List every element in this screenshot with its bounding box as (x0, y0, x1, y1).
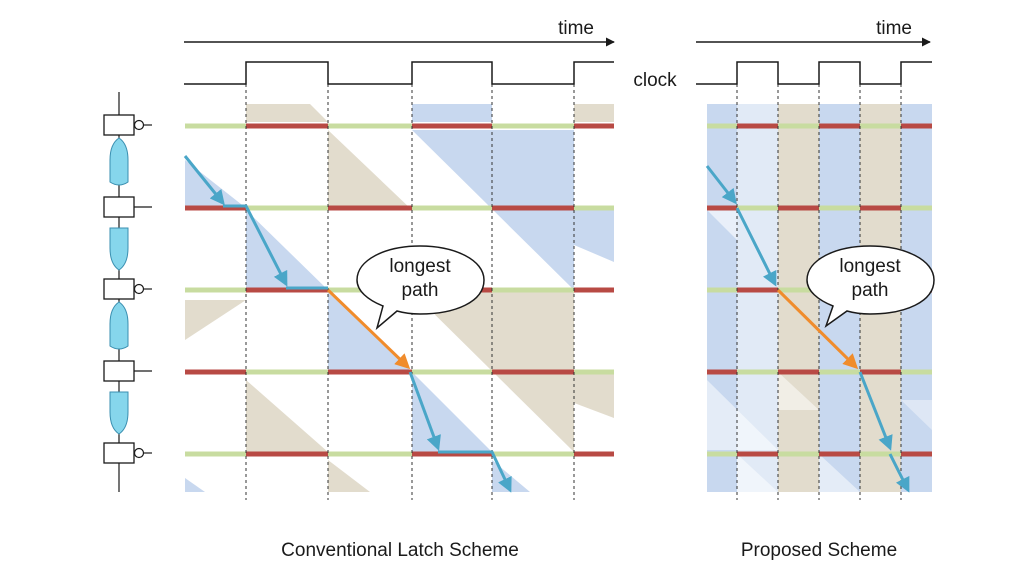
latch-1 (103, 114, 152, 136)
left-longest-path-callout: longest path (356, 245, 485, 331)
right-callout-line2: path (852, 280, 889, 301)
latch-5 (103, 442, 152, 464)
latch-box-icon (103, 278, 135, 300)
latch-box-icon (103, 442, 135, 464)
latch-box-icon (103, 196, 135, 218)
left-wave-tan (328, 130, 412, 210)
left-wave-tan (492, 372, 614, 418)
left-wave-blue (185, 478, 205, 492)
left-callout-line2: path (402, 280, 439, 301)
right-time-label: time (876, 18, 912, 39)
right-clock-waveform (696, 61, 932, 85)
left-path-segment (438, 450, 512, 493)
proposed-panel: time longest path Proposed Scheme (696, 18, 935, 561)
conventional-panel: time longest path Conventional Latch Sch… (183, 18, 615, 561)
left-callout-line1: longest (389, 256, 451, 277)
right-path-segment (735, 207, 777, 287)
right-path-segment (705, 165, 737, 205)
caption-proposed: Proposed Scheme (741, 540, 897, 561)
left-wave-tan (185, 300, 246, 340)
latch-4 (103, 360, 152, 382)
latch-chain (103, 92, 152, 492)
left-path-segment (223, 204, 288, 287)
right-longest-path-arrow (776, 288, 859, 370)
left-clock-waveform (184, 61, 614, 85)
left-path-segment (408, 371, 441, 451)
right-path-segment (888, 453, 910, 493)
right-path-segment (858, 371, 893, 451)
left-wave-blue (246, 210, 328, 290)
left-wave-tan (246, 380, 328, 452)
left-longest-path-arrow (326, 288, 411, 370)
inverted-clock-bubble-icon (133, 447, 145, 459)
latch-2 (103, 196, 152, 218)
combinational-logic-cloud-icon (109, 227, 129, 271)
right-longest-path-callout: longest path (806, 245, 935, 328)
caption-conventional: Conventional Latch Scheme (281, 540, 519, 561)
latch-3 (103, 278, 152, 300)
combinational-logic-cloud-icon (109, 301, 129, 350)
latch-box-icon (103, 360, 135, 382)
left-wave-blue (492, 210, 614, 262)
inverted-clock-bubble-icon (133, 283, 145, 295)
inverted-clock-bubble-icon (133, 119, 145, 131)
combinational-logic-cloud-icon (109, 137, 129, 186)
left-wave-blue (185, 160, 246, 208)
latch-box-icon (103, 114, 135, 136)
clock-label: clock (633, 70, 677, 91)
right-callout-line1: longest (839, 256, 901, 277)
left-wave-tan (328, 460, 370, 492)
combinational-logic-cloud-icon (109, 391, 129, 435)
left-wave-regions (185, 104, 614, 492)
left-wave-tan (246, 104, 328, 122)
left-wave-blue (412, 104, 492, 122)
left-wave-tan (574, 104, 614, 122)
left-path-segment (183, 155, 225, 206)
left-time-label: time (558, 18, 594, 39)
